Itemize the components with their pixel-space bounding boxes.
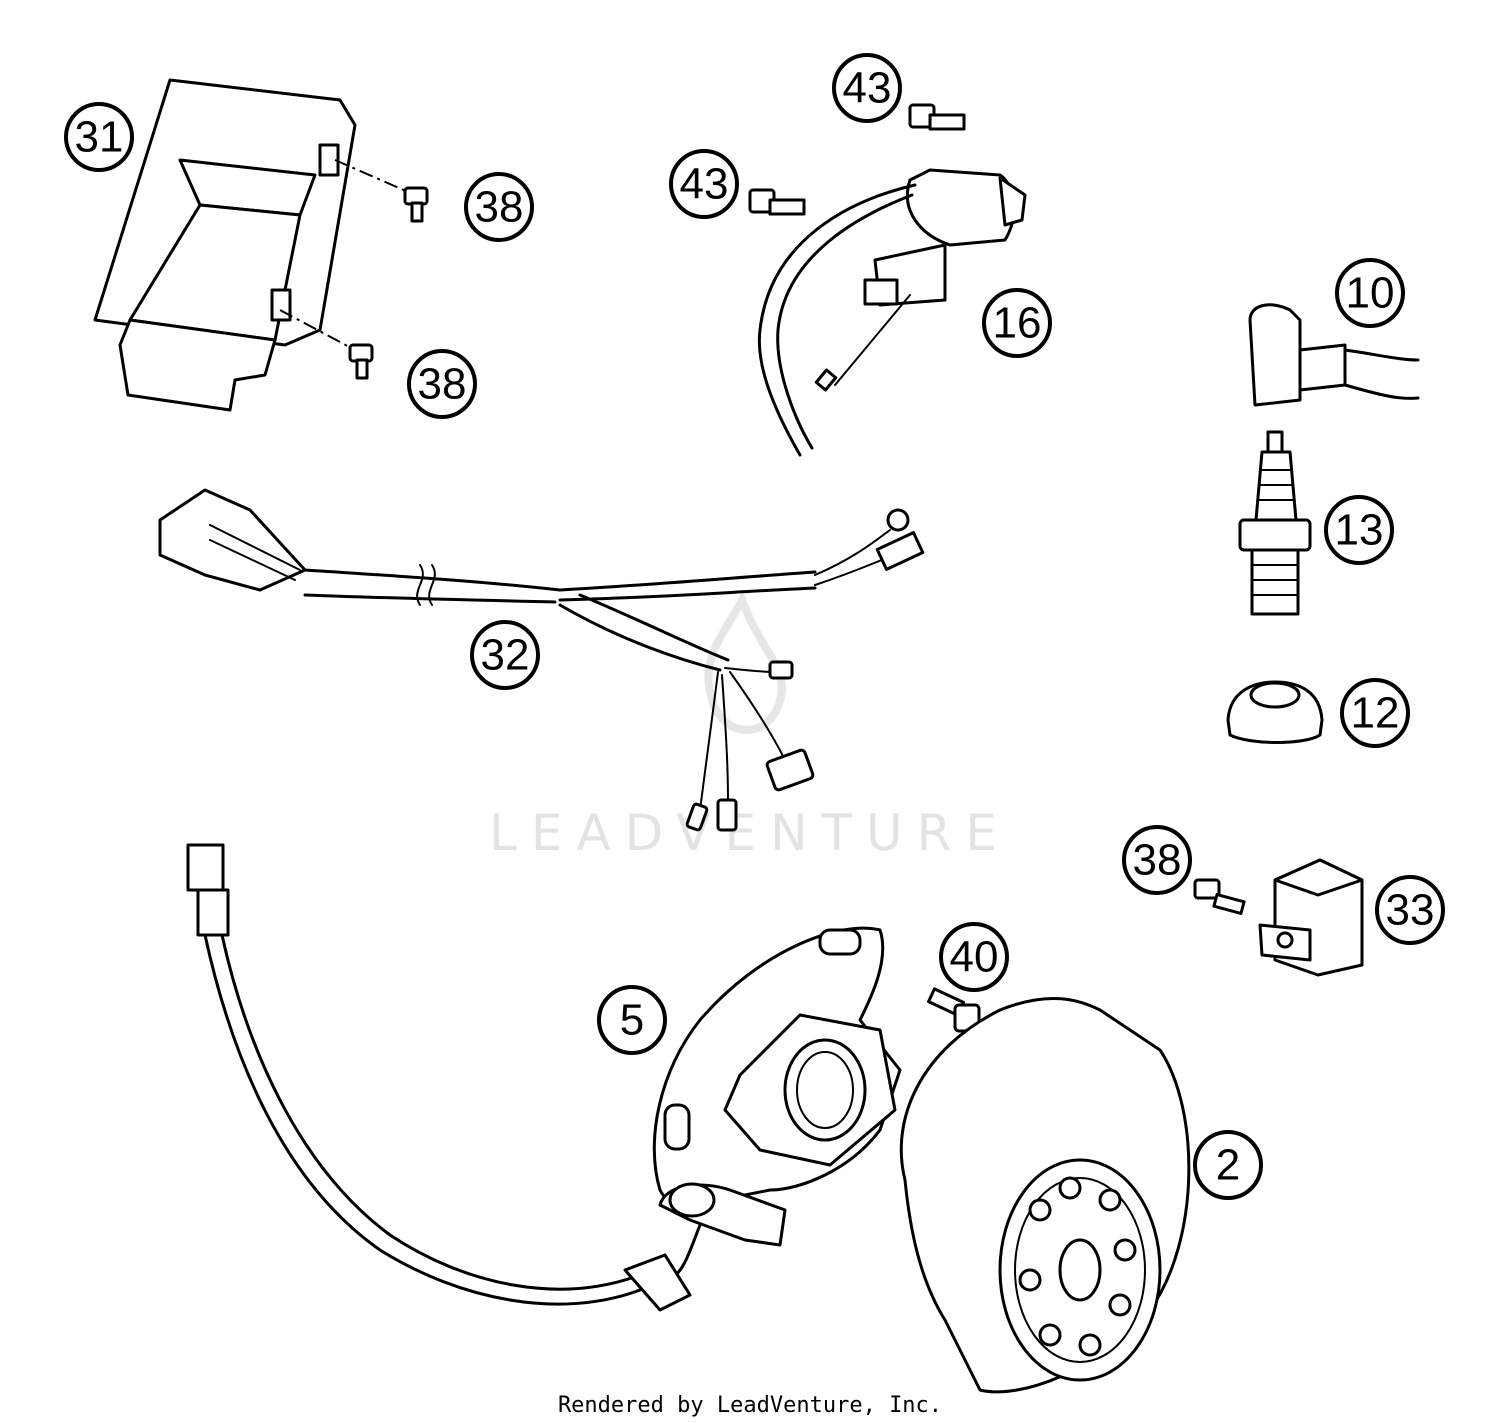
- callout-31[interactable]: 31: [64, 102, 134, 172]
- footer-credit: Rendered by LeadVenture, Inc.: [558, 1393, 942, 1418]
- callout-2[interactable]: 2: [1193, 1130, 1263, 1200]
- grommet-part[interactable]: [1226, 680, 1324, 744]
- callout-43[interactable]: 43: [669, 149, 739, 219]
- bolt-part[interactable]: [927, 987, 981, 1033]
- callout-38[interactable]: 38: [1122, 825, 1192, 895]
- bolt-part[interactable]: [908, 103, 966, 131]
- spark-plug-cap-part[interactable]: [1248, 303, 1420, 407]
- callout-5[interactable]: 5: [597, 985, 667, 1055]
- callout-32[interactable]: 32: [470, 620, 540, 690]
- spark-plug-part[interactable]: [1238, 430, 1312, 616]
- bolt-part[interactable]: [748, 188, 806, 216]
- stator-part[interactable]: [652, 926, 902, 1282]
- callout-label: 33: [1386, 886, 1435, 935]
- callout-label: 38: [1133, 836, 1182, 885]
- callout-label: 38: [418, 360, 467, 409]
- callout-label: 5: [620, 996, 644, 1045]
- stator-cable-part[interactable]: [186, 843, 692, 1312]
- callout-43[interactable]: 43: [832, 53, 902, 123]
- callout-label: 43: [680, 160, 729, 209]
- ignition-coil-part[interactable]: [757, 168, 1027, 457]
- callout-40[interactable]: 40: [939, 922, 1009, 992]
- screw-part[interactable]: [1193, 878, 1246, 915]
- callout-label: 31: [75, 113, 124, 162]
- regulator-part[interactable]: [1258, 858, 1364, 977]
- callout-13[interactable]: 13: [1324, 495, 1394, 565]
- flywheel-part[interactable]: [899, 997, 1191, 1394]
- callout-10[interactable]: 10: [1335, 258, 1405, 328]
- cdi-unit-part[interactable]: [93, 78, 357, 412]
- callout-label: 13: [1335, 506, 1384, 555]
- callout-33[interactable]: 33: [1375, 875, 1445, 945]
- screw-part[interactable]: [403, 186, 429, 223]
- screw-part[interactable]: [348, 343, 374, 380]
- callout-label: 40: [950, 933, 999, 982]
- watermark: LEADVENTURE: [489, 590, 1011, 862]
- callout-label: 38: [475, 183, 524, 232]
- callout-label: 2: [1216, 1141, 1240, 1190]
- callout-label: 43: [843, 64, 892, 113]
- callout-16[interactable]: 16: [982, 288, 1052, 358]
- callout-38[interactable]: 38: [407, 349, 477, 419]
- callout-label: 12: [1351, 689, 1400, 738]
- watermark-text: LEADVENTURE: [489, 804, 1011, 862]
- wiring-harness-part[interactable]: [158, 488, 925, 832]
- callout-38[interactable]: 38: [464, 172, 534, 242]
- callout-label: 32: [481, 631, 530, 680]
- callout-label: 10: [1346, 269, 1395, 318]
- callout-label: 16: [993, 299, 1042, 348]
- callout-12[interactable]: 12: [1340, 678, 1410, 748]
- cable-break-symbol: [416, 564, 436, 606]
